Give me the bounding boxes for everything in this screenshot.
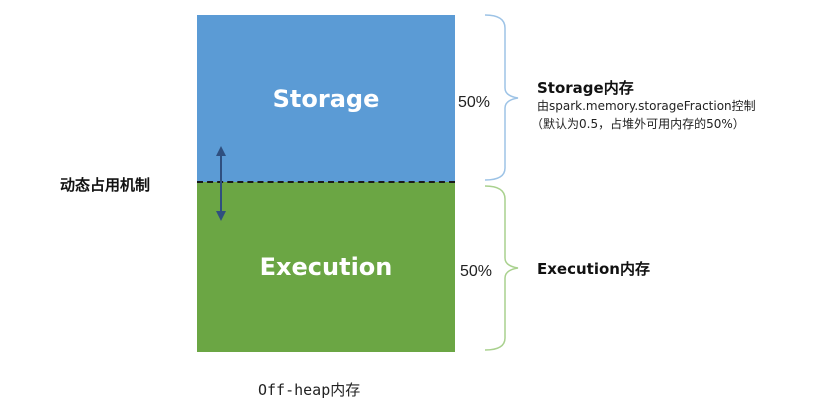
diagram-caption: Off-heap内存 (258, 381, 361, 399)
storage-block: Storage (197, 15, 455, 182)
execution-brace (484, 185, 519, 351)
storage-block-label: Storage (272, 84, 380, 113)
execution-block: Execution (197, 182, 455, 352)
execution-block-label: Execution (259, 253, 393, 281)
execution-title: Execution内存 (537, 260, 650, 278)
dynamic-arrow-icon (216, 146, 226, 221)
storage-title: Storage内存 (537, 79, 634, 97)
execution-percent: 50% (460, 263, 493, 280)
storage-desc-line1: 由spark.memory.storageFraction控制 (537, 99, 756, 113)
dynamic-occupancy-label: 动态占用机制 (60, 176, 151, 194)
storage-desc-line2: （默认为0.5，占堆外可用内存的50%） (531, 117, 745, 131)
dashed-divider (197, 181, 455, 183)
storage-percent: 50% (458, 94, 491, 111)
storage-brace (484, 14, 519, 181)
